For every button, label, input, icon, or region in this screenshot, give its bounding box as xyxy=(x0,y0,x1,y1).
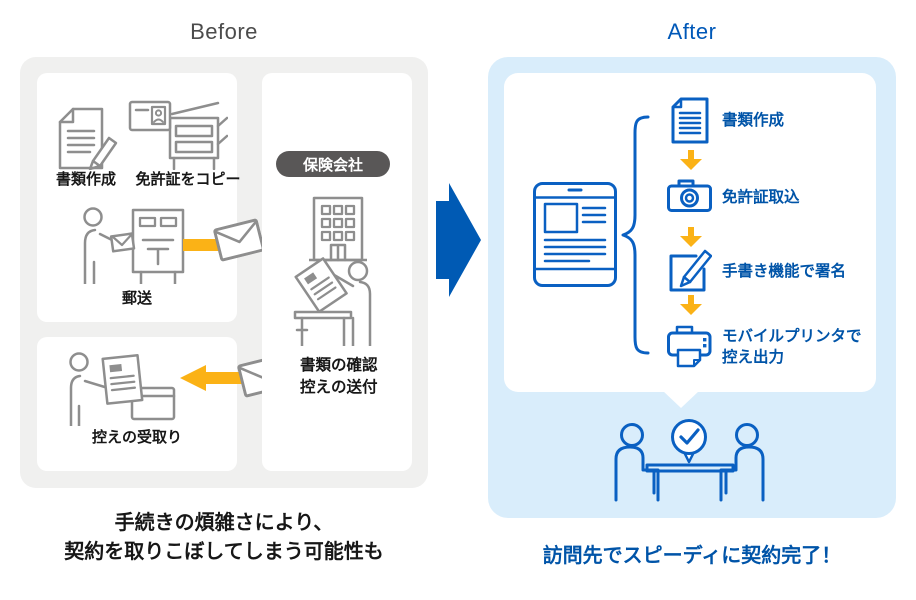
confirm-line1: 書類の確認 xyxy=(300,357,378,374)
flow-step-1-label: 書類作成 xyxy=(722,112,785,129)
envelope-icon xyxy=(213,218,265,262)
flow-arrow-down-icon xyxy=(680,227,702,247)
copier-icon xyxy=(128,100,228,170)
after-caption: 訪問先でスピーディに契約完了！ xyxy=(542,545,842,567)
before-after-arrow-icon xyxy=(436,183,481,297)
confirm-line2: 控えの送付 xyxy=(300,379,378,396)
flow-step-4-label: モバイルプリンタで 控え出力 xyxy=(722,326,862,368)
flow-arrow-down-icon xyxy=(680,295,702,315)
mobile-printer-icon xyxy=(667,325,712,368)
person-mailing-icon xyxy=(83,207,185,284)
signature-icon xyxy=(669,249,712,292)
before-caption-line1: 手続きの煩雑さにより、 xyxy=(114,512,334,534)
clerk-checking-documents-icon xyxy=(293,257,372,346)
return-mail-arrow-icon xyxy=(180,365,292,391)
flow-step-3-label: 手書き機能で署名 xyxy=(722,263,847,280)
flow-arrow-down-icon xyxy=(680,150,702,170)
before-caption: 手続きの煩雑さにより、 契約を取りこぼしてしまう可能性も xyxy=(20,509,428,567)
speech-tail xyxy=(663,391,699,408)
before-title: Before xyxy=(190,19,258,44)
document-writing-icon xyxy=(58,107,118,170)
document-icon xyxy=(671,97,709,144)
insurance-company-badge: 保険会社 xyxy=(276,151,390,177)
flow-step-2-label: 免許証取込 xyxy=(722,189,800,206)
brace-icon xyxy=(621,115,650,355)
camera-icon xyxy=(667,179,712,212)
create-docs-label: 書類作成 xyxy=(55,171,116,188)
before-box-company xyxy=(262,73,412,471)
receive-copy-label: 控えの受取り xyxy=(91,429,182,446)
tablet-icon xyxy=(533,182,617,287)
office-building-icon xyxy=(309,196,367,262)
after-title: After xyxy=(667,19,717,44)
before-caption-line2: 契約を取りこぼしてしまう可能性も xyxy=(64,541,384,563)
confirm-docs-label: 書類の確認 控えの送付 xyxy=(300,355,378,399)
flow-step-4-line2: 控え出力 xyxy=(722,349,785,366)
person-receiving-icon xyxy=(69,352,176,426)
flow-step-4-line1: モバイルプリンタで xyxy=(722,328,862,345)
copy-license-label: 免許証をコピー xyxy=(135,171,241,188)
mail-label: 郵送 xyxy=(121,290,152,307)
meeting-complete-icon xyxy=(614,419,765,502)
